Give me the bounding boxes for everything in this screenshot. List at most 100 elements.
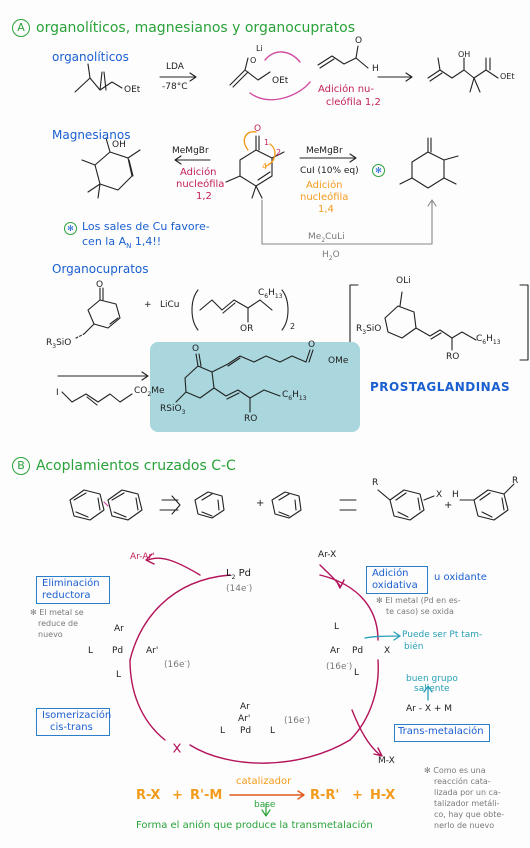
mx-label: M-X [378,756,395,766]
iodo-label: I [56,388,59,398]
section-a-badge: A [12,19,30,37]
h2o-label: H2O [322,250,340,262]
ro-label: RO [446,352,460,362]
section-b-title: Acoplamientos cruzados C-C [36,458,236,474]
plus-2: + [444,500,453,511]
adicion-12-label-1: Adición nu- [318,84,374,95]
e16c-label: (16e-) [284,714,311,726]
cat-note-3: lizada por un ca- [434,788,501,797]
oet2-label: OEt [272,76,289,86]
adic14-label-2: nucleófila [300,192,349,203]
prod-ome-label: OMe [328,356,349,366]
organocupratos-heading: Organocupratos [52,262,149,276]
cat-note-6: nerlo de nuevo [434,821,495,830]
temp-label: -78°C [162,82,188,92]
r3sio2-label: R3SiO [356,324,382,336]
isom-label-1: Isomerización [42,710,112,721]
prod-o2-label: O [308,340,316,350]
prod-rsio-label: RSiO3 [160,404,186,416]
left-l: L [88,646,94,656]
section-b-badge: B [12,457,30,475]
pos-2-label: 2 [276,148,282,157]
eq-hx: H-X [370,788,396,803]
grupo-label-1: buen grupo [406,674,458,684]
or-label: OR [240,324,254,334]
prod-c6h13-label: C6H13 [282,390,307,402]
elim-label-2: reductora [42,590,91,601]
adic14-label-3: 1,4 [318,204,334,215]
bot-l2: L [270,726,276,736]
memgbr-label-2: MeMgBr [306,146,343,156]
e14-label: (14e-) [226,582,253,594]
c6h13b-label: C6H13 [476,334,501,346]
adic14-label-1: Adición [306,180,343,191]
left-ar1: Ar [114,624,124,634]
left-pd: Pd [112,646,124,656]
adic-box [366,566,428,594]
adic12-label-2: nucleófila [176,179,225,190]
isom-label-2: cis-trans [50,722,93,733]
oxidante-label: u oxidante [434,572,487,583]
bot-ar1: Ar [240,702,250,712]
cat-note-4: talizador metáli- [434,799,500,808]
cu-note-line-2: cen la AN 1,4!! [82,235,162,251]
eq-plus-2: + [352,788,363,803]
bot-ar2: Ar' [238,714,251,724]
oet-label: OEt [124,85,141,95]
isom-box [36,708,110,736]
licu-label: LiCu [160,300,180,310]
oli-label: OLi [396,276,411,286]
prod-o-label: O [192,344,200,354]
elim-label-1: Eliminación [42,578,100,589]
li-label: Li [256,44,263,53]
adic12-label-3: 1,2 [196,191,212,202]
adic-label-1: Adición [372,568,409,579]
anion-note: Forma el anión que produce la transmetal… [136,820,373,831]
organoliticos-heading: organolíticos [52,50,129,64]
eq-rx: R-X [136,788,161,803]
bot-pd: Pd [240,726,252,736]
transmet-label: Trans-metalación [398,726,484,737]
right-ar: Ar [330,646,340,656]
plus-sign: + [144,300,152,310]
cu-note-line-1: Los sales de Cu favore- [82,220,210,233]
bot-l1: L [220,726,226,736]
eq-rm: R'-M [190,788,223,803]
mag-oh-label: OH [112,140,126,150]
left-ar2: Ar' [146,646,159,656]
cui-label: CuI (10% eq) [300,166,359,176]
elim-note-1: ✻ El metal se [30,608,84,617]
right-pd: Pd [352,646,364,656]
carbonyl [99,71,107,91]
elim-note-2: reduce de [38,619,79,628]
arx-label: Ar-X [318,550,337,560]
adicion-12-label-2: cleófila 1,2 [326,97,381,108]
eq-catalizador: catalizador [236,776,292,787]
cat-note-2: reacción cata- [434,777,491,786]
right-l: L [334,622,340,632]
plus-1: + [256,498,265,509]
pt-label-2: bién [404,642,424,652]
arar-label: Ar-Ar' [130,552,155,562]
eq-plus-1: + [172,788,183,803]
right-x: X [384,646,391,656]
cuprate-label: Me2CuLi [308,232,345,244]
lda-label: LDA [166,62,184,72]
note-asterisk-icon: ✻ [64,222,77,235]
transmet-box [394,724,490,742]
e16b-label: (16e-) [326,660,353,672]
pos-1-label: 1 [264,138,270,147]
trans-arx-label: Ar - X + M [406,704,453,714]
prostaglandinas-label: PROSTAGLANDINAS [370,380,511,394]
eq-base: base [254,800,276,810]
elim-note-3: nuevo [38,630,63,639]
o-label: O [250,56,257,65]
cu-asterisk-icon: ✻ [372,164,385,177]
elim-box [36,576,110,604]
aldehyde-o-label: O [355,36,363,46]
h-label: H [372,64,379,74]
c6h13-label: C6H13 [258,288,283,300]
section-a-title: organolíticos, magnesianos y organocupra… [36,20,355,36]
